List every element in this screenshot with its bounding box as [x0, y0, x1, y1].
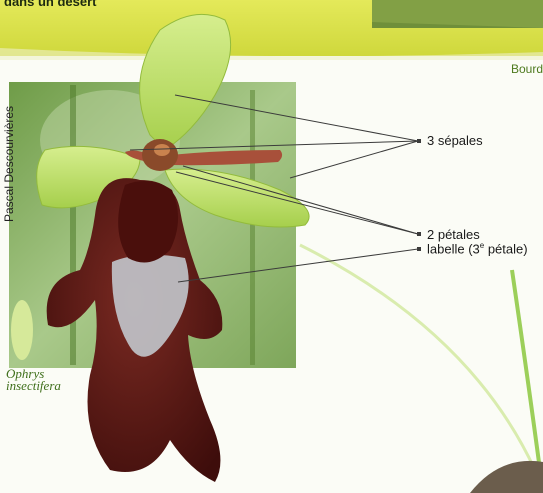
- label-sepales: 3 sépales: [427, 133, 483, 148]
- photo-credit: Pascal Descourvières: [2, 106, 16, 222]
- callout-marker-labelle: [417, 247, 421, 251]
- label-labelle-part1: labelle (3: [427, 241, 480, 256]
- label-labelle: labelle (3e pétale): [427, 241, 528, 256]
- bottom-right-stone: [470, 461, 543, 493]
- edge-cut-text: Bourd: [511, 62, 543, 76]
- callout-marker-sepales: [417, 139, 421, 143]
- photo-stem-2: [250, 90, 255, 365]
- callout-line-right-sepal: [290, 141, 418, 178]
- labellum-base: [118, 181, 178, 263]
- species-name: Ophrys insectifera: [6, 368, 61, 392]
- grass-blade: [512, 270, 540, 470]
- column-highlight: [154, 144, 170, 156]
- label-petales: 2 pétales: [427, 227, 480, 242]
- species-epithet: insectifera: [6, 380, 61, 392]
- grass-stroke: [300, 245, 535, 470]
- flower-bud: [11, 300, 33, 360]
- top-banner-text: dans un désert: [4, 0, 96, 9]
- callout-marker-petales: [417, 232, 421, 236]
- label-labelle-part2: pétale): [484, 241, 527, 256]
